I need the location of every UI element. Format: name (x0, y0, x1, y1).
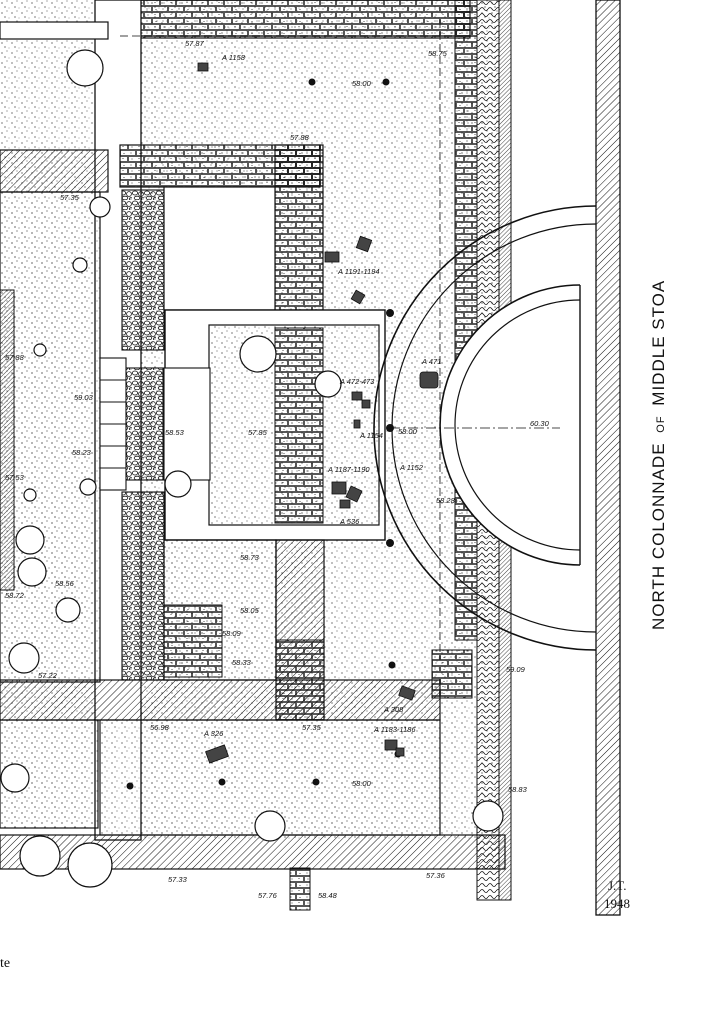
find-a308: A 308 (383, 705, 404, 714)
title-of: OF (655, 415, 667, 432)
cobble-wall-2 (124, 367, 164, 481)
find-a1187-1190: A 1187-1190 (327, 465, 370, 474)
middle-stoa-colonnade (595, 0, 621, 916)
lower-room-paving (163, 604, 223, 678)
elev-57-88-top: 57.88 (290, 133, 310, 142)
caption-fragment: te (0, 956, 11, 971)
central-room-annex (163, 367, 211, 481)
elev-58-56: 58.56 (55, 579, 75, 588)
south-east-paving (431, 649, 473, 699)
cobble-wall-3 (121, 491, 165, 681)
elev-56-98: 56.98 (150, 723, 170, 732)
upper-wall (0, 21, 109, 40)
find-a326: A 326 (203, 729, 224, 738)
elev-59-03: 59.03 (74, 393, 94, 402)
find-a1191-1194: A 1191-1194 (337, 267, 380, 276)
elev-58-75: 58.75 (428, 49, 448, 58)
central-room-paving (274, 327, 324, 524)
elev-58-28: 58.28 (436, 496, 456, 505)
elev-57-36: 57.36 (426, 871, 446, 880)
elev-58-53: 58.53 (165, 428, 185, 437)
elev-57-76: 57.76 (258, 891, 278, 900)
title-part-b: MIDDLE STOA (649, 280, 668, 406)
elev-58-09: 58.09 (222, 629, 242, 638)
plan-title: NORTH COLONNADE OF MIDDLE STOA (649, 280, 668, 630)
find-a1152: A 1152 (399, 463, 424, 472)
upper-room-east-paving (274, 144, 324, 311)
lower-room-east-paving (275, 639, 325, 721)
signature-year: 1948 (604, 896, 630, 911)
elev-57-87: 57.87 (185, 39, 205, 48)
find-a1183-1186: A 1183-1186 (373, 725, 416, 734)
east-foundation-blocks (454, 0, 478, 641)
hatched-wall-upper (0, 149, 109, 193)
upper-room-interior (163, 186, 276, 311)
svg-text:NORTH COLONNADE OF: NORTH COLONNADE OF MIDDLE STOA (649, 280, 668, 630)
elev-57-88: 57.88 (5, 353, 25, 362)
elev-57-35-south: 57.35 (302, 723, 322, 732)
elev-57-35: 57.35 (60, 193, 80, 202)
find-a1158: A 1158 (221, 53, 246, 62)
find-a471: A 471 (421, 357, 441, 366)
elev-60-30: 60.30 (530, 419, 550, 428)
outer-semicircle (373, 205, 597, 651)
elev-57-85: 57.85 (248, 428, 268, 437)
hatched-wall-south (0, 679, 441, 721)
find-a1154: A 1154 (359, 431, 383, 440)
elev-58-00-center: 58.00 (398, 427, 418, 436)
elev-58-00-south: 58.00 (352, 779, 372, 788)
elev-57-22: 57.22 (38, 671, 58, 680)
title-part-a: NORTH COLONNADE (649, 442, 668, 630)
southwest-room (0, 719, 99, 829)
north-pavement (119, 0, 471, 39)
elev-58-73: 58.73 (240, 553, 260, 562)
find-a536: A 536 (339, 517, 360, 526)
elev-58-00-top: 58.00 (352, 79, 372, 88)
elev-58-48: 58.48 (318, 891, 338, 900)
west-wall-strip (0, 289, 15, 591)
elev-58-83: 58.83 (508, 785, 528, 794)
find-fragments (197, 62, 439, 764)
signature-initials: J.T. (608, 878, 627, 893)
elev-58-05: 58.05 (240, 606, 260, 615)
find-a472-473: A 472-473 (339, 377, 375, 386)
cobble-wall-1 (121, 189, 165, 351)
drain-channel (289, 867, 311, 911)
elev-59-09: 59.09 (506, 665, 526, 674)
elev-58-72: 58.72 (5, 591, 25, 600)
elev-57-33: 57.33 (168, 875, 188, 884)
inner-semicircle-edge (454, 299, 581, 551)
elev-58-33: 58.33 (232, 658, 252, 667)
round-stones (0, 49, 504, 888)
elev-57-53: 57.53 (5, 473, 25, 482)
elev-58-23: 58.23 (72, 448, 92, 457)
